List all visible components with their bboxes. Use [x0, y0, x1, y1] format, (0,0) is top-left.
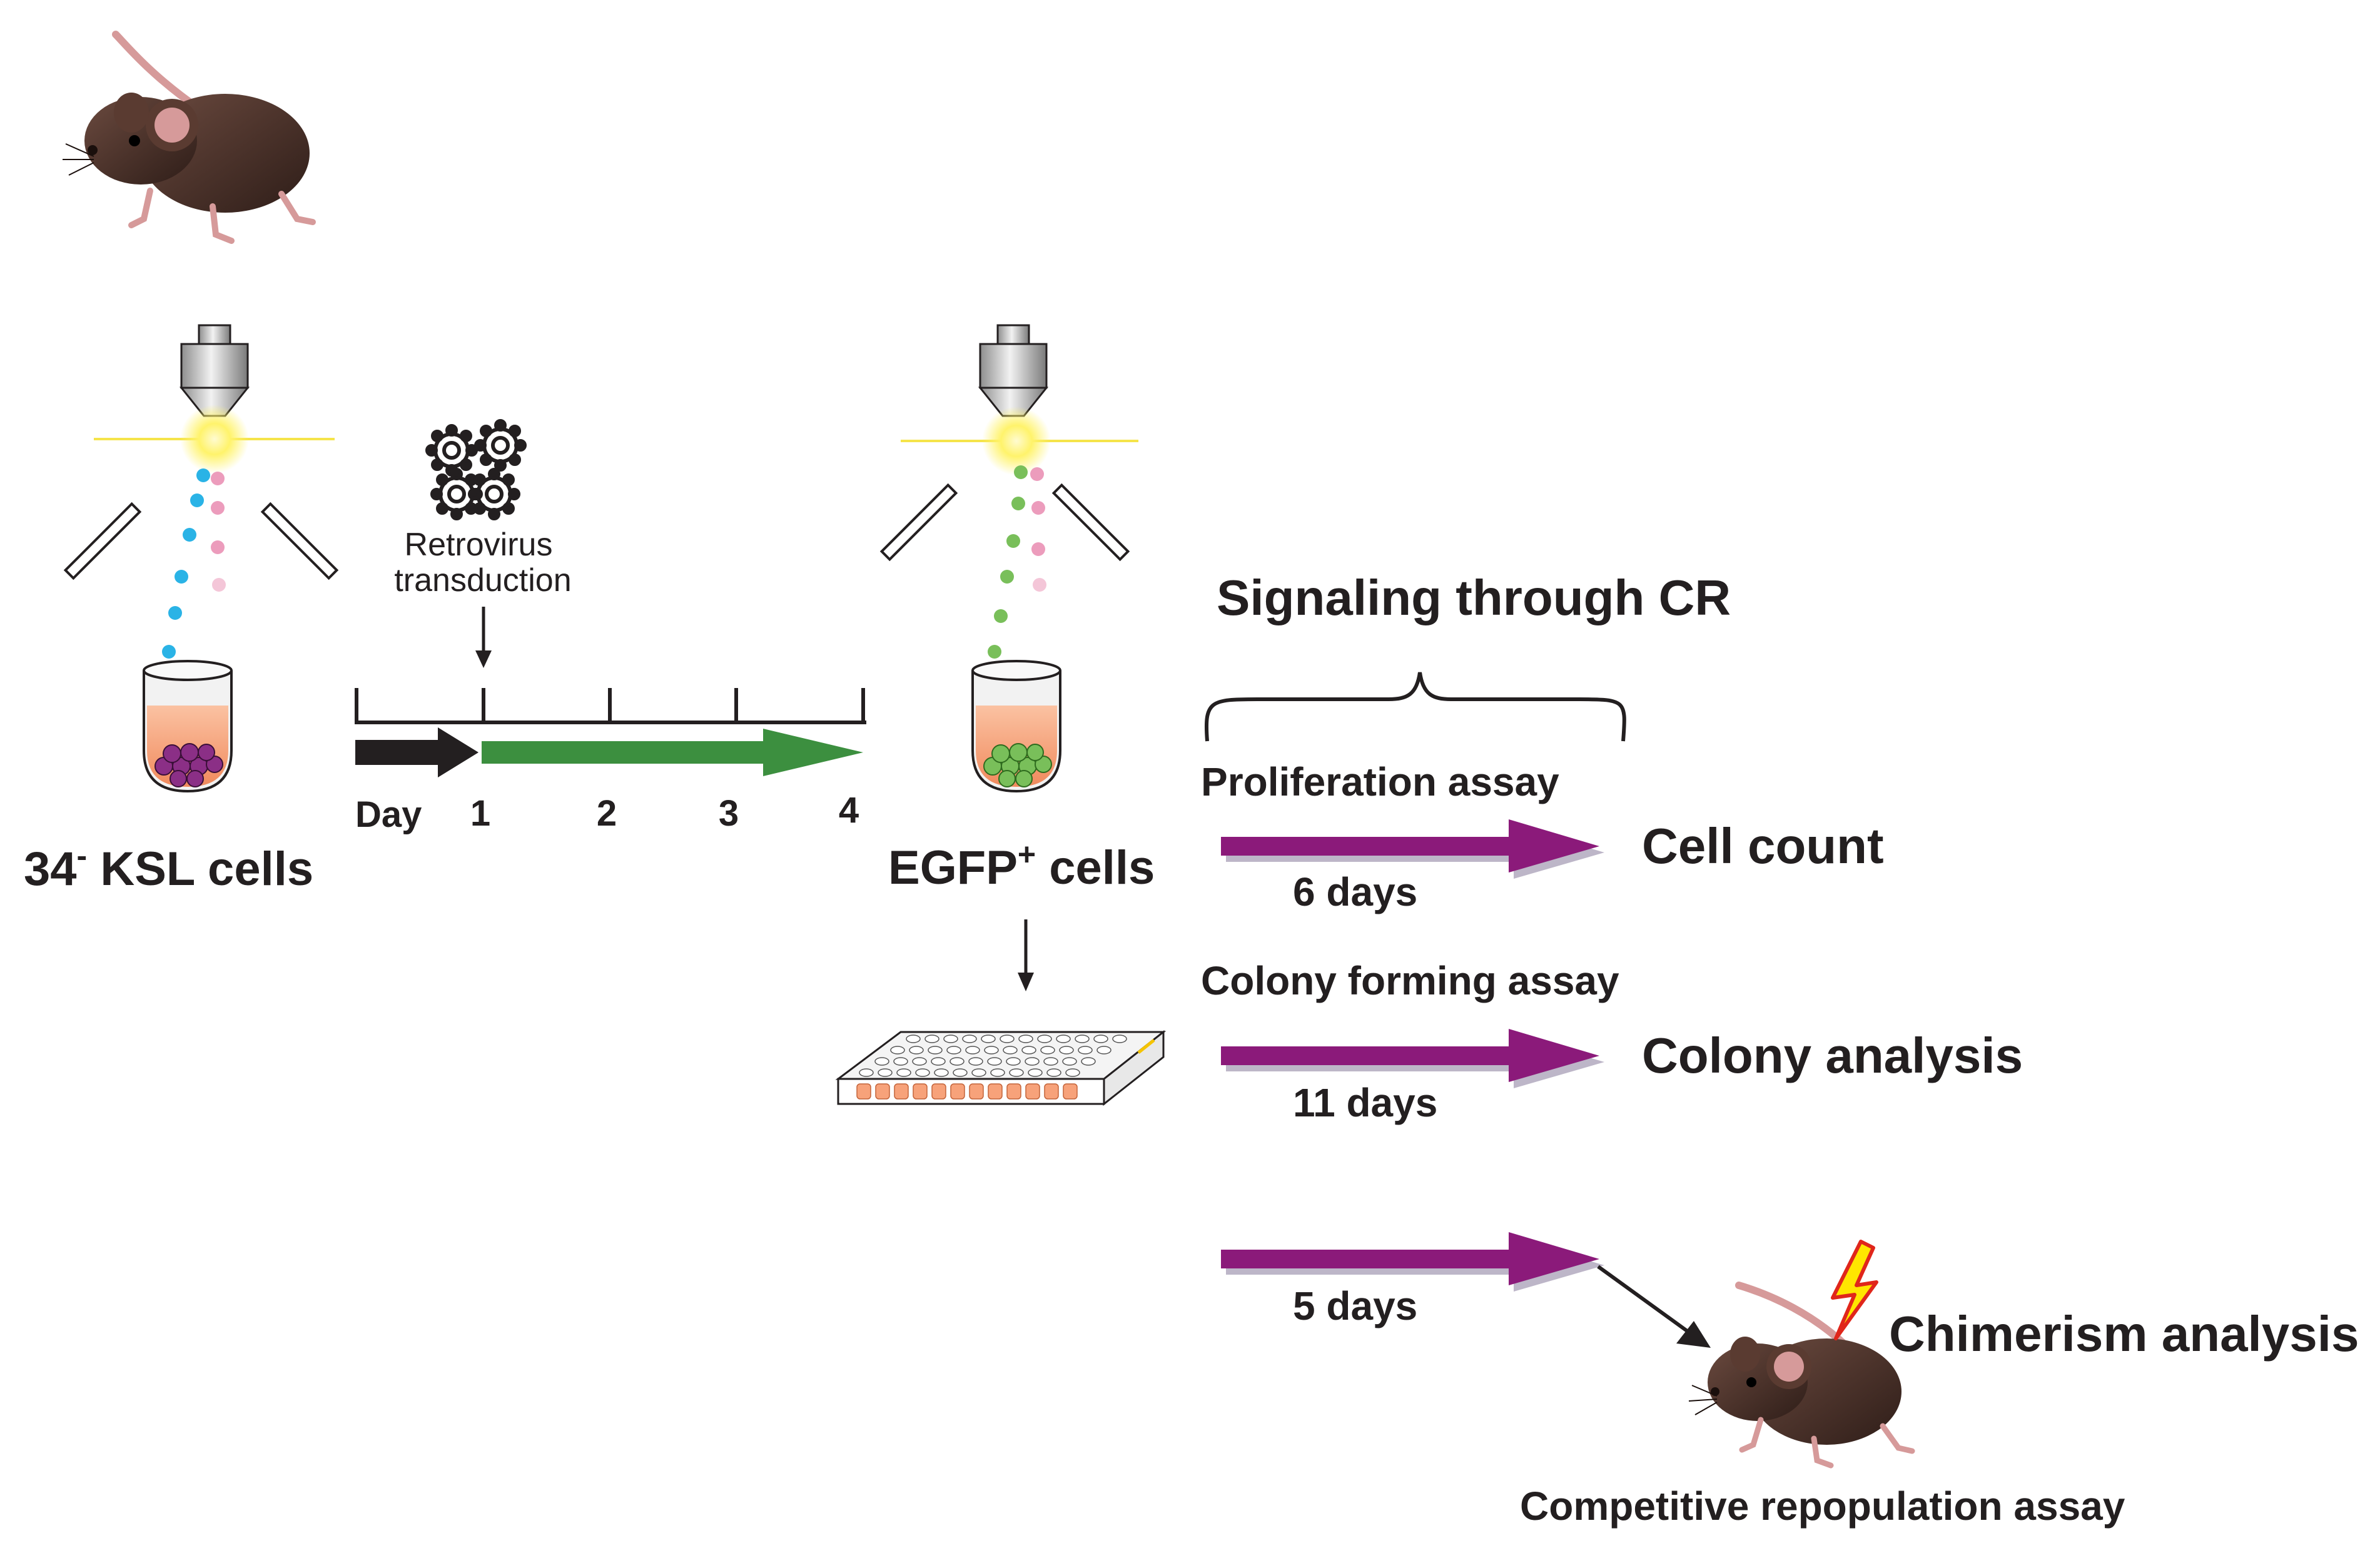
- chimerism-analysis-label: Chimerism analysis: [1889, 1306, 2359, 1362]
- donor-mouse: [63, 31, 316, 244]
- eleven-days-label: 11 days: [1293, 1080, 1437, 1125]
- transplant-arrow: [1221, 1232, 1604, 1292]
- five-days-label: 5 days: [1293, 1283, 1417, 1328]
- irradiation-bolt-icon: [1831, 1240, 1878, 1340]
- competitive-repopulation-label: Competitive repopulation assay: [1520, 1484, 2125, 1529]
- colony-forming-assay-label: Colony forming assay: [1201, 958, 1619, 1003]
- colony-analysis-label: Colony analysis: [1642, 1028, 2023, 1083]
- day-tick-4: 4: [839, 790, 859, 831]
- tube-ksl: [143, 660, 233, 793]
- retrovirus-icon: [425, 419, 527, 520]
- proliferation-assay-label: Proliferation assay: [1201, 759, 1559, 804]
- timeline-arrow-black: [355, 727, 479, 777]
- to-recipient-arrow: [1597, 1265, 1711, 1348]
- timeline-arrow-green: [482, 729, 863, 776]
- colony-arrow: [1221, 1029, 1604, 1088]
- retrovirus-label-line1: Retrovirus: [405, 527, 553, 563]
- signaling-brace: [1204, 672, 1626, 742]
- timeline-axis: [355, 688, 866, 724]
- proliferation-arrow: [1221, 819, 1604, 879]
- egfp-cells-label: EGFP+ cells: [888, 837, 1155, 894]
- signaling-title: Signaling through CR: [1217, 570, 1731, 625]
- cell-sorter-left: [63, 324, 339, 659]
- retrovirus-label-line2: transduction: [394, 562, 571, 599]
- day-label: Day: [355, 794, 422, 835]
- tube-egfp: [971, 660, 1061, 793]
- plate-arrow: [1018, 919, 1034, 991]
- day-tick-3: 3: [719, 793, 739, 834]
- well-plate: [835, 1029, 1167, 1106]
- cell-sorter-right: [879, 324, 1138, 659]
- transduction-arrow: [475, 607, 492, 668]
- recipient-mouse: [1688, 1282, 1915, 1469]
- ksl-cells-label: 34- KSL cells: [24, 838, 313, 896]
- day-tick-2: 2: [597, 793, 617, 834]
- cell-count-label: Cell count: [1642, 818, 1884, 874]
- day-tick-1: 1: [470, 793, 490, 834]
- six-days-label: 6 days: [1293, 869, 1417, 914]
